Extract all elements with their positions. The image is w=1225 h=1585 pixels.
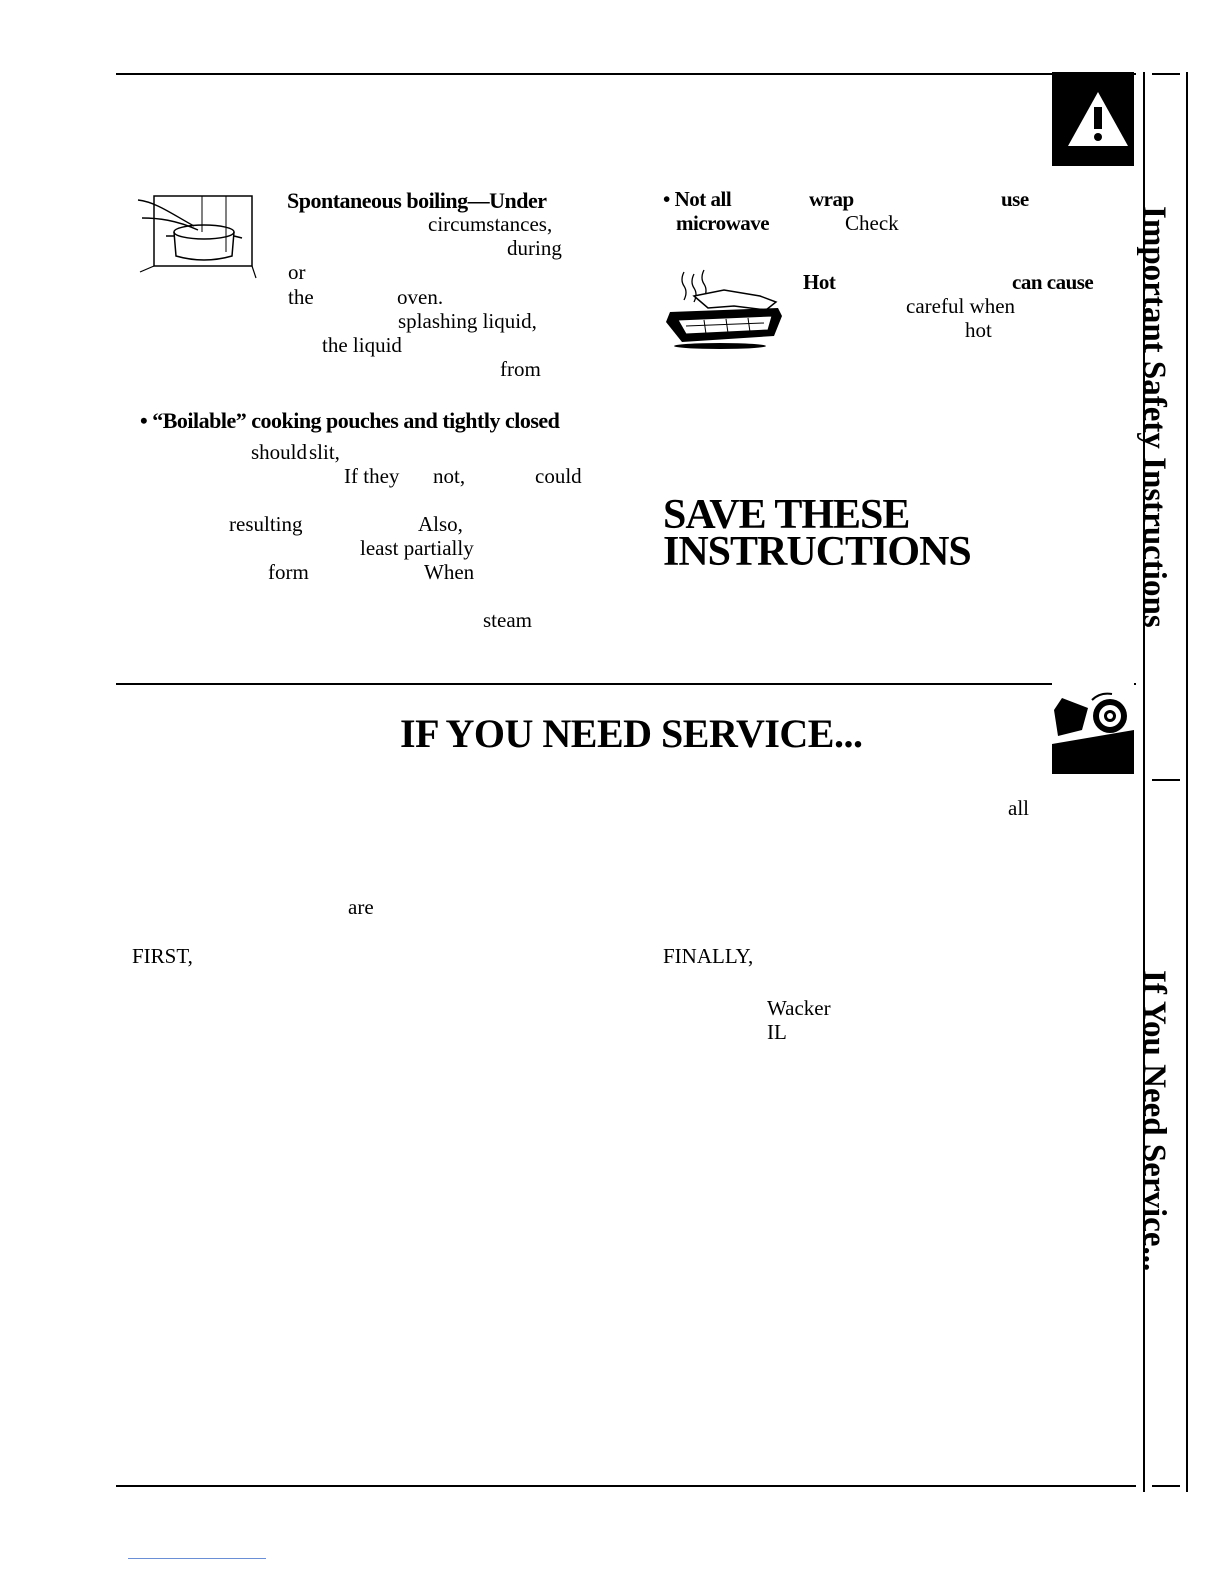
sidebar-tab-service[interactable]: If You Need Service...	[1136, 970, 1172, 1272]
word-or: or	[288, 260, 306, 284]
word-splashing-liquid: splashing liquid,	[398, 309, 537, 333]
warning-box	[1052, 72, 1134, 166]
tab-mark-middle	[1152, 779, 1180, 781]
save-instructions-line1: SAVE THESE	[663, 492, 910, 538]
sidebar-tab-safety[interactable]: Important Safety Instructions	[1136, 206, 1172, 628]
word-during: during	[507, 236, 562, 260]
tab-mark-top	[1152, 73, 1180, 75]
service-icon-box	[1052, 680, 1134, 774]
word-finally: FINALLY,	[663, 944, 754, 968]
hot-dish-illustration	[666, 269, 782, 349]
word-could: could	[535, 464, 582, 488]
word-oven: oven.	[397, 285, 444, 309]
spontaneous-boiling-heading: Spontaneous boiling—Under	[287, 188, 547, 213]
word-microwave: microwave	[676, 211, 770, 235]
word-use: use	[1001, 187, 1029, 211]
word-not: not,	[433, 464, 466, 488]
bottom-rule	[116, 1485, 1136, 1487]
word-il: IL	[767, 1020, 787, 1044]
word-hot: hot	[965, 318, 992, 342]
hot-heading: Hot	[803, 270, 836, 294]
sidebar-edge	[1186, 72, 1188, 1492]
word-least-partially: least partially	[360, 536, 474, 560]
not-all-wrap-heading: • Not all	[663, 187, 732, 211]
word-wacker: Wacker	[767, 996, 831, 1020]
word-slit: slit,	[309, 440, 340, 464]
word-when: When	[424, 560, 475, 584]
sidebar-divider	[1143, 72, 1145, 1492]
word-if-they: If they	[344, 464, 400, 488]
boiling-pot-illustration	[137, 195, 257, 279]
telephone-icon	[1052, 680, 1134, 744]
word-should: should	[251, 440, 308, 464]
middle-rule	[116, 683, 1136, 685]
bottom-margin-line	[128, 1558, 266, 1559]
word-check: Check	[845, 211, 899, 235]
word-also: Also,	[418, 512, 463, 536]
word-the-liquid: the liquid	[322, 333, 402, 357]
tab-mark-bottom	[1152, 1485, 1180, 1487]
word-from: from	[500, 357, 541, 381]
word-circumstances: circumstances,	[428, 212, 553, 236]
word-all: all	[1008, 796, 1029, 820]
top-rule	[116, 73, 1136, 75]
word-wrap: wrap	[809, 187, 854, 211]
word-form: form	[268, 560, 309, 584]
word-the: the	[288, 285, 314, 309]
warning-triangle-icon	[1068, 92, 1128, 146]
save-instructions-line2: INSTRUCTIONS	[663, 529, 972, 575]
word-steam: steam	[483, 608, 532, 632]
service-title: IF YOU NEED SERVICE...	[400, 711, 863, 756]
boilable-pouches-heading: • “Boilable” cooking pouches and tightly…	[140, 408, 560, 433]
word-are: are	[348, 895, 374, 919]
word-first: FIRST,	[132, 944, 193, 968]
word-careful-when: careful when	[906, 294, 1016, 318]
word-resulting: resulting	[229, 512, 303, 536]
word-can-cause: can cause	[1012, 270, 1094, 294]
